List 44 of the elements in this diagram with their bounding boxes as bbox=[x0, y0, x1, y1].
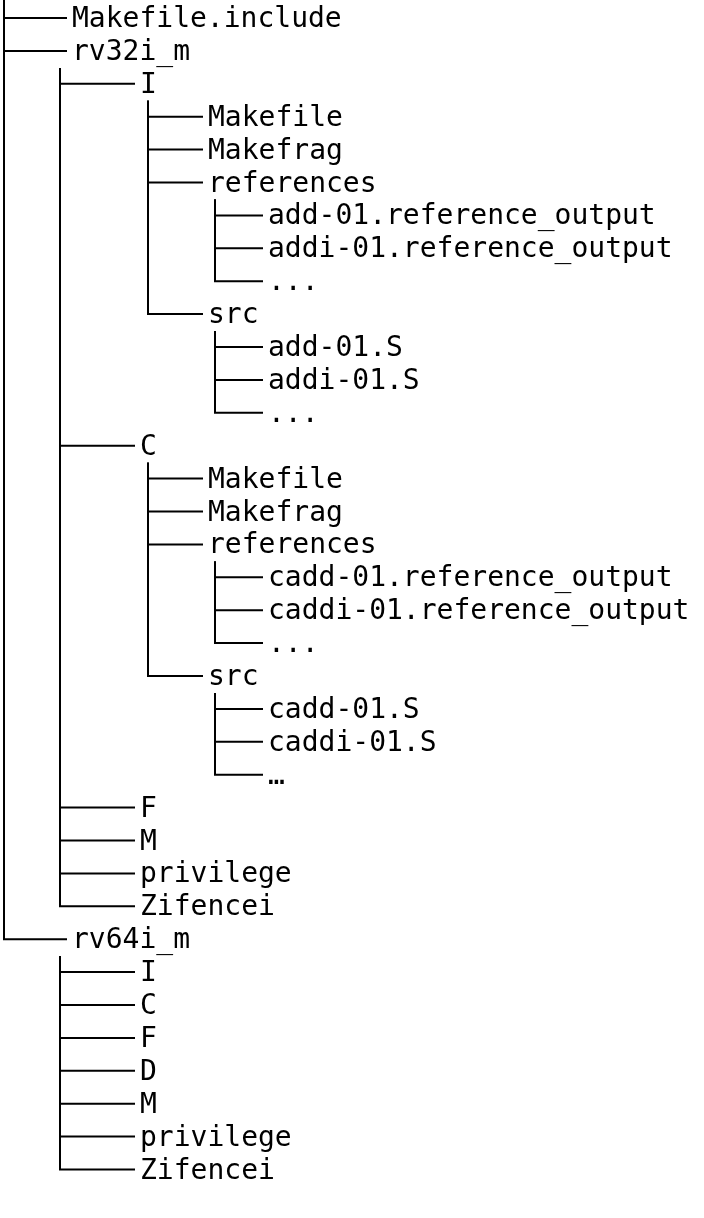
file-name: addi-01.reference_output bbox=[268, 232, 673, 265]
tree-connector bbox=[147, 461, 204, 677]
file-name: Makefile bbox=[208, 462, 343, 495]
file-name: Zifencei bbox=[140, 890, 275, 923]
file-name: Makefile bbox=[208, 100, 343, 133]
file-name: add-01.S bbox=[268, 331, 403, 363]
file-name: Makefrag bbox=[208, 495, 343, 528]
file-name: I bbox=[140, 956, 157, 989]
file-name: F bbox=[140, 791, 157, 824]
folder-name: rv64i_m bbox=[72, 923, 190, 956]
folder-name: I bbox=[140, 67, 157, 100]
file-name: D bbox=[140, 1054, 157, 1087]
folder-name: src bbox=[208, 298, 259, 331]
tree-connector bbox=[3, 0, 68, 941]
file-name: privilege bbox=[140, 1120, 292, 1153]
tree-connector bbox=[147, 99, 204, 316]
file-name: ... bbox=[268, 627, 319, 660]
folder-name: references bbox=[208, 528, 377, 561]
tree-connector bbox=[214, 560, 264, 645]
folder-name: references bbox=[208, 166, 377, 199]
file-name: cadd-01.S bbox=[268, 692, 420, 725]
folder-name: C bbox=[140, 429, 157, 462]
file-name: Makefrag bbox=[208, 133, 343, 166]
file-name: caddi-01.reference_output bbox=[268, 594, 690, 627]
file-name: add-01.reference_output bbox=[268, 199, 656, 232]
file-name: addi-01.S bbox=[268, 363, 420, 396]
file-name: privilege bbox=[140, 857, 292, 890]
file-name: ... bbox=[268, 265, 319, 298]
file-name: M bbox=[140, 824, 157, 857]
tree-connector bbox=[214, 198, 264, 283]
file-name: ... bbox=[268, 396, 319, 429]
file-name: F bbox=[140, 1021, 157, 1054]
tree-connector bbox=[59, 955, 136, 1171]
file-name: … bbox=[268, 758, 285, 791]
folder-name: rv32i_m bbox=[72, 34, 190, 67]
file-name: Zifencei bbox=[140, 1153, 275, 1186]
tree-connector bbox=[214, 692, 264, 776]
file-name: caddi-01.S bbox=[268, 725, 437, 758]
file-name: C bbox=[140, 989, 157, 1021]
file-name: M bbox=[140, 1087, 157, 1120]
tree-connector bbox=[214, 330, 264, 414]
file-name: cadd-01.reference_output bbox=[268, 561, 673, 594]
folder-name: src bbox=[208, 660, 259, 692]
file-name: Makefile.include bbox=[72, 2, 342, 34]
